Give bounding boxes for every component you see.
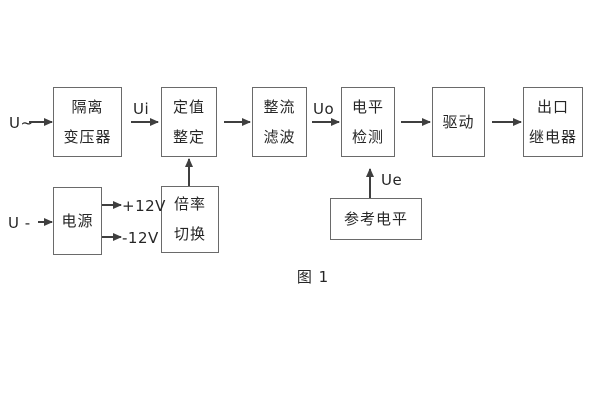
label-ui: Ui [133,100,150,118]
block-label: 变压器 [63,127,112,146]
arrow-value-to-rectifier-icon [224,118,251,125]
label-dc-input: U - [8,214,31,232]
arrow-level-to-driver-icon [401,118,431,125]
arrow-uo-icon [312,118,340,125]
arrow-ac-input-icon [29,118,53,125]
arrow-dc-input-icon [38,218,53,225]
block-value-setting: 定值 整定 [161,87,217,157]
block-label: 继电器 [528,127,577,146]
block-level-detection: 电平 检测 [341,87,395,157]
arrow-minus12v-icon [102,233,122,240]
block-label: 出口 [536,97,569,116]
block-label: 整定 [172,127,205,146]
block-power-supply: 电源 [53,187,102,255]
arrow-ue-reference-to-level-icon [366,168,373,198]
label-ue: Ue [381,171,403,189]
label-minus12v: -12V [122,229,159,247]
block-label: 倍率 [173,195,206,213]
block-driver: 驱动 [432,87,485,157]
block-label: 切换 [173,225,206,243]
block-label: 参考电平 [343,209,408,228]
figure-caption: 图 1 [296,268,330,286]
block-label: 滤波 [263,127,296,146]
block-label: 电源 [61,211,94,230]
block-rectifier-filter: 整流 滤波 [252,87,307,157]
arrow-ratio-to-value-setting-icon [185,158,192,186]
block-label: 驱动 [442,112,475,131]
block-output-relay: 出口 继电器 [523,87,583,157]
label-plus12v: +12V [122,197,166,215]
block-reference-level: 参考电平 [330,198,422,240]
block-label: 隔离 [71,97,104,116]
arrow-plus12v-icon [102,201,122,208]
block-ratio-switching: 倍率 切换 [161,186,219,253]
arrow-driver-to-relay-icon [492,118,522,125]
block-label: 电平 [351,97,384,116]
arrow-ui-icon [131,118,159,125]
label-uo: Uo [313,100,335,118]
block-isolation-transformer: 隔离 变压器 [53,87,122,157]
block-label: 定值 [172,97,205,116]
block-label: 检测 [351,127,384,146]
block-label: 整流 [263,97,296,116]
label-ac-input: U~ [9,114,34,132]
